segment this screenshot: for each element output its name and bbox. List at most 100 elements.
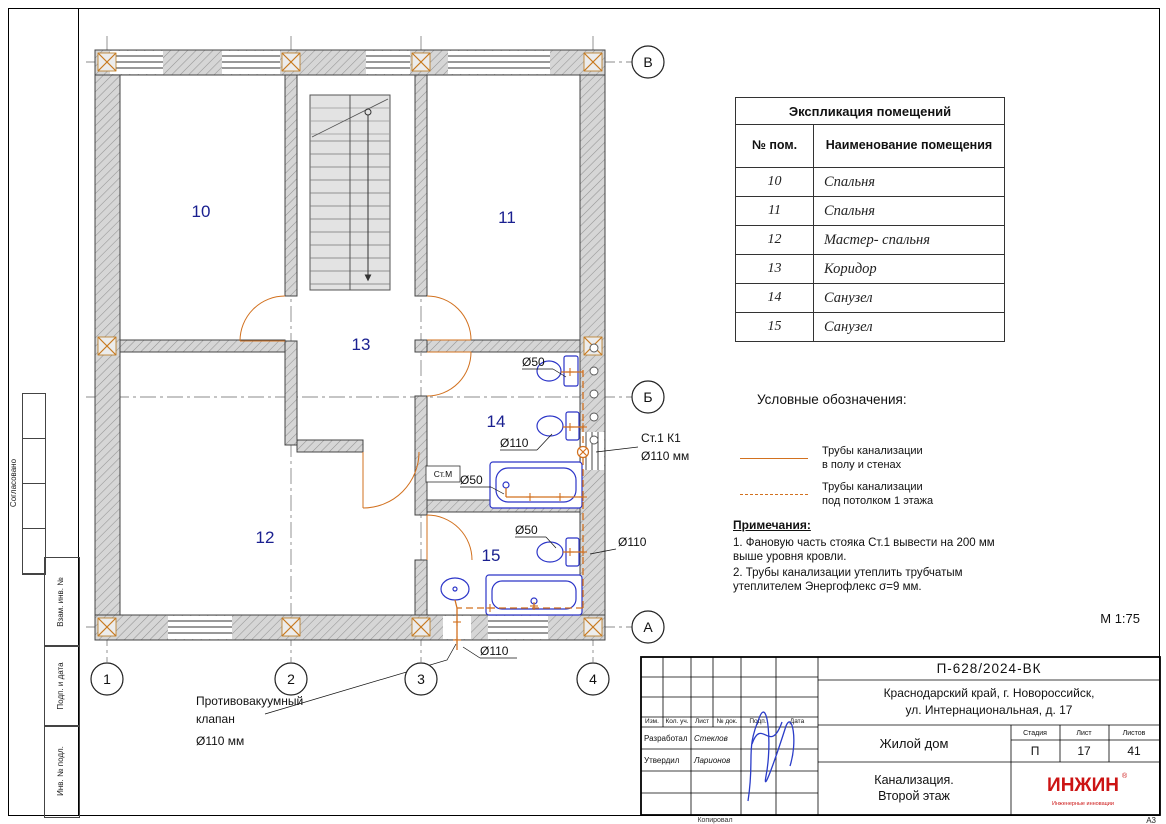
inzhin-logo: ИНЖИН (1047, 775, 1119, 796)
right-wall-circle-symbols (589, 343, 599, 445)
bathtub-1 (489, 461, 583, 509)
stm-label: Ст.М (434, 469, 453, 479)
signature-scribbles (747, 711, 795, 802)
vacuum-valve-label-1: Противовакуумный (196, 694, 303, 708)
legend-text: Трубы канализации (822, 445, 923, 457)
legend-text: в полу и стенах (822, 459, 902, 471)
registered-mark-icon: ® (1122, 772, 1128, 780)
riser-symbol (576, 445, 590, 459)
stamp-box-podp (44, 645, 80, 727)
format-label: А3 (1146, 816, 1156, 824)
room-number-13: 13 (352, 335, 371, 354)
role-approved: Утвердил (644, 756, 680, 765)
toilet-2 (536, 411, 580, 441)
legend-text: Трубы канализации (822, 481, 923, 493)
riser-callout-name: Ст.1 К1 (641, 431, 681, 445)
name-approved: Ларионов (693, 756, 730, 765)
sewage-pipes-dashed (457, 370, 584, 609)
stamp-box-vzam (44, 557, 80, 647)
drawing-title-1: Канализация. (874, 773, 953, 787)
col-header-name: Наименование помещения (813, 124, 1005, 168)
leader-lines (264, 368, 639, 715)
scale-label: М 1:75 (1100, 611, 1140, 626)
drawing-title-2: Второй этаж (878, 789, 950, 803)
axis-4-label: 4 (589, 671, 597, 687)
legend-item-dashed: Трубы канализации под потолком 1 этажа (740, 480, 933, 508)
col-data: Дата (790, 718, 805, 725)
frame-left-margin-line (78, 8, 79, 816)
vacuum-valve-label-3: Ø110 мм (196, 734, 244, 748)
col-izm: Изм. (645, 718, 659, 725)
notes-block: Примечания: 1. Фановую часть стояка Ст.1… (733, 518, 995, 596)
staircase (309, 94, 391, 291)
sheet-header: Лист (1076, 730, 1092, 737)
legend-item-solid: Трубы канализации в полу и стенах (740, 444, 923, 472)
col-header-number: № пом. (735, 124, 814, 168)
room-numbers: 10 11 12 13 14 15 (192, 202, 516, 565)
washing-machine-label: Ст.М (425, 465, 461, 483)
door-swings (239, 295, 473, 561)
dia110-label-1: Ø110 (500, 436, 529, 450)
dia50-label-1: Ø50 (522, 355, 545, 369)
axis-b-label: Б (643, 389, 652, 405)
approval-signature-grid (22, 393, 46, 575)
note-item: 1. Фановую часть стояка Ст.1 вывести на … (733, 537, 995, 563)
col-ndok: № док. (717, 718, 738, 725)
axis-2-label: 2 (287, 671, 295, 687)
logo-subtitle: Инженерные инновации (1052, 801, 1114, 807)
role-developed: Разработал (644, 734, 688, 743)
axis-1-label: 1 (103, 671, 111, 687)
floor-plan: Ст.М Ø50 Ø110 Ø50 Ø5 (86, 36, 689, 748)
room-number-11: 11 (498, 208, 516, 227)
name-developed: Стеклов (694, 734, 728, 743)
legend-text: под потолком 1 этажа (822, 495, 934, 507)
doc-number: П-628/2024-ВК (937, 661, 1042, 676)
sheet-value: 17 (1077, 744, 1091, 758)
col-list: Лист (695, 718, 709, 725)
sheet-border (8, 8, 1160, 816)
room-number-14: 14 (487, 412, 506, 431)
toilet-1 (536, 355, 579, 387)
legend-title: Условные обозначения: (757, 392, 907, 407)
solid-pipe-sample (740, 457, 808, 459)
address-line-1: Краснодарский край, г. Новороссийск, (884, 686, 1095, 700)
notes-title: Примечания: (733, 518, 811, 532)
bathtub-2 (485, 574, 583, 616)
sheets-value: 41 (1127, 744, 1141, 758)
dia110-label-3: Ø110 (480, 644, 509, 658)
axis-bubbles (90, 45, 665, 696)
riser-callout-dia: Ø110 мм (641, 449, 689, 463)
axis-a-label: А (643, 619, 653, 635)
dia50-label-2: Ø50 (460, 473, 483, 487)
stage-header: Стадия (1023, 730, 1047, 737)
sheets-header: Листов (1123, 730, 1146, 737)
note-item: 2. Трубы канализации утеплить трубчатым … (733, 567, 963, 593)
washbasin (440, 577, 470, 601)
axis-v-label: В (643, 54, 652, 70)
room-schedule-table: Экспликация помещений № пом. Наименовани… (735, 97, 1005, 342)
dia50-label-3: Ø50 (515, 523, 538, 537)
dashed-pipe-sample (740, 493, 808, 495)
dia110-label-2: Ø110 (618, 535, 647, 549)
vacuum-valve-label-2: клапан (196, 712, 235, 726)
title-block: Изм. Кол. уч. Лист № док. Подп. Дата Раз… (640, 656, 1161, 816)
address-line-2: ул. Интернациональная, д. 17 (906, 703, 1073, 717)
axis-3-label: 3 (417, 671, 425, 687)
kopiroval-label: Копировал (697, 817, 733, 824)
object-name: Жилой дом (880, 736, 949, 751)
col-koluch: Кол. уч. (665, 718, 688, 725)
stage-value: П (1031, 744, 1040, 758)
stamp-box-inv (44, 725, 80, 818)
table-title: Экспликация помещений (735, 97, 1005, 125)
room-number-15: 15 (482, 546, 501, 565)
room-number-10: 10 (192, 202, 211, 221)
windows (110, 51, 604, 639)
room-number-12: 12 (256, 528, 275, 547)
fixtures (440, 355, 583, 616)
